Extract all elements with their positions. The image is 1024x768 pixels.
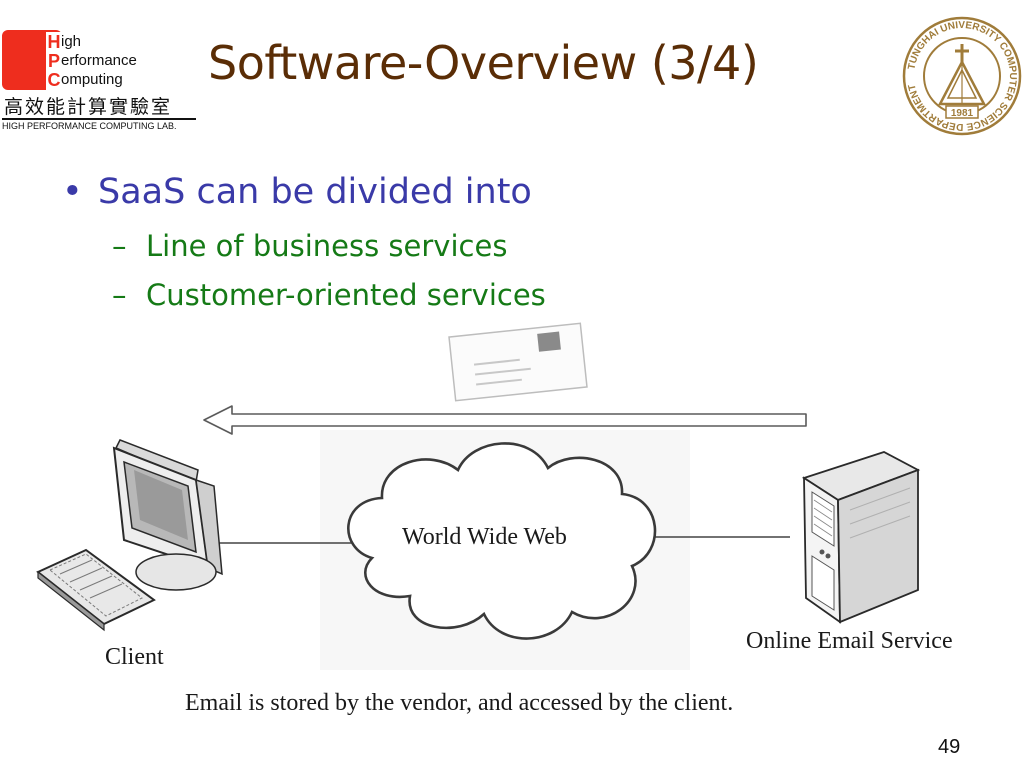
hpc-logo-mark: H P C [2, 30, 62, 90]
cloud-icon [347, 442, 657, 640]
subbullet-text: Line of business services [146, 229, 508, 263]
monitor-icon [112, 439, 223, 591]
subbullet-line-of-business: –Line of business services [112, 229, 507, 263]
logo-letter-p: P [46, 51, 62, 71]
email-server-icon [801, 451, 921, 624]
dash-icon: – [112, 229, 127, 263]
server-label: Online Email Service [746, 628, 953, 654]
diagram-caption: Email is stored by the vendor, and acces… [185, 690, 734, 716]
university-seal-icon: TUNGHAI UNIVERSITY COMPUTER SCIENCE DEPA… [902, 16, 1022, 136]
cloud-label: World Wide Web [402, 524, 567, 550]
envelope-icon [448, 322, 588, 402]
client-computer-icon [36, 439, 223, 632]
logo-letter-c: C [46, 70, 62, 90]
hpc-lab-logo: H P C igh erformance omputing 高效能計算實驗室 H… [0, 30, 200, 131]
subbullet-customer-oriented: –Customer-oriented services [112, 278, 546, 312]
seal-year: 1981 [951, 108, 974, 119]
page-number: 49 [938, 736, 961, 758]
logo-chinese-name: 高效能計算實驗室 [4, 96, 173, 118]
logo-line-computing: omputing [61, 71, 123, 88]
logo-lab-name: HIGH PERFORMANCE COMPUTING LAB. [2, 118, 196, 131]
saas-email-diagram [36, 322, 921, 670]
dash-icon: – [112, 278, 127, 312]
keyboard-icon [36, 548, 156, 632]
bullet-saas-divided: • SaaS can be divided into [62, 172, 532, 212]
subbullet-text: Customer-oriented services [146, 278, 546, 312]
logo-letter-h: H [46, 32, 62, 52]
logo-line-performance: erformance [61, 52, 137, 69]
slide-title: Software-Overview (3/4) [208, 36, 759, 90]
client-label: Client [105, 644, 164, 670]
bullet-text: SaaS can be divided into [98, 172, 532, 212]
bullet-dot-icon: • [62, 172, 83, 212]
logo-line-high: igh [61, 33, 82, 50]
left-arrow-icon [203, 405, 807, 435]
